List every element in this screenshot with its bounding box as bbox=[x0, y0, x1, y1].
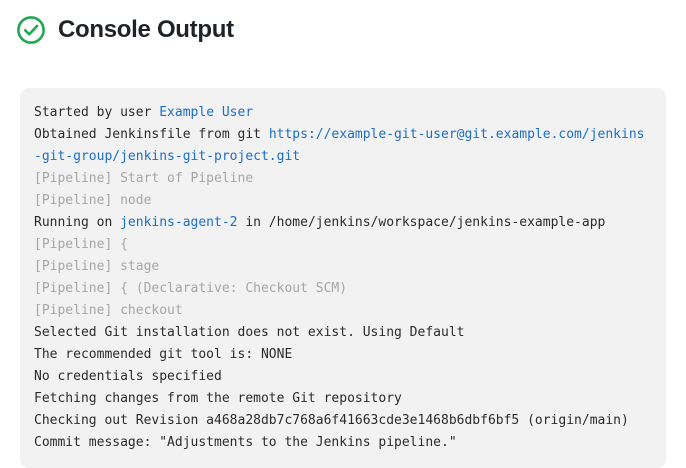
console-log-text: No credentials specified bbox=[34, 369, 222, 384]
console-log-line: [Pipeline] node bbox=[34, 190, 652, 212]
console-log-text: [Pipeline] { (Declarative: Checkout SCM) bbox=[34, 281, 348, 296]
console-log-line: Commit message: "Adjustments to the Jenk… bbox=[34, 432, 652, 454]
console-log-line: Selected Git installation does not exist… bbox=[34, 322, 652, 344]
console-log-text: Checking out Revision a468a28db7c768a6f4… bbox=[34, 413, 629, 428]
console-log-line: Checking out Revision a468a28db7c768a6f4… bbox=[34, 410, 652, 432]
console-log-text: [Pipeline] Start of Pipeline bbox=[34, 171, 254, 186]
console-log-text: Fetching changes from the remote Git rep… bbox=[34, 391, 402, 406]
console-log-line: [Pipeline] { (Declarative: Checkout SCM) bbox=[34, 278, 652, 300]
console-log-link[interactable]: jenkins-agent-2 bbox=[120, 215, 238, 230]
console-log-line: No credentials specified bbox=[34, 366, 652, 388]
console-log-line: Started by user Example User bbox=[34, 102, 652, 124]
console-log-line: [Pipeline] { bbox=[34, 234, 652, 256]
console-log-line: Fetching changes from the remote Git rep… bbox=[34, 388, 652, 410]
console-log-text: in /home/jenkins/workspace/jenkins-examp… bbox=[237, 215, 606, 230]
console-log-line: Running on jenkins-agent-2 in /home/jenk… bbox=[34, 212, 652, 234]
page-header: Console Output bbox=[0, 0, 686, 46]
console-log-line: [Pipeline] checkout bbox=[34, 300, 652, 322]
console-log-text: Selected Git installation does not exist… bbox=[34, 325, 465, 340]
console-log-text: Started by user bbox=[34, 105, 160, 120]
console-log-line: The recommended git tool is: NONE bbox=[34, 344, 652, 366]
console-log-line: [Pipeline] Start of Pipeline bbox=[34, 168, 652, 190]
console-log-link[interactable]: https://example-git-user@git.example.com… bbox=[34, 127, 645, 164]
console-log-text: [Pipeline] node bbox=[34, 193, 152, 208]
console-log-line: [Pipeline] stage bbox=[34, 256, 652, 278]
console-log-text: The recommended git tool is: NONE bbox=[34, 347, 293, 362]
check-circle-icon bbox=[17, 16, 45, 44]
console-log-line: Obtained Jenkinsfile from git https://ex… bbox=[34, 124, 652, 168]
console-log-text: [Pipeline] stage bbox=[34, 259, 160, 274]
console-log-text: Commit message: "Adjustments to the Jenk… bbox=[34, 435, 457, 450]
console-log-text: Running on bbox=[34, 215, 121, 230]
console-log-text: [Pipeline] { bbox=[34, 237, 128, 252]
console-log-text: Obtained Jenkinsfile from git bbox=[34, 127, 269, 142]
console-log-text: [Pipeline] checkout bbox=[34, 303, 183, 318]
page-title: Console Output bbox=[58, 16, 234, 43]
console-log-link[interactable]: Example User bbox=[159, 105, 254, 120]
